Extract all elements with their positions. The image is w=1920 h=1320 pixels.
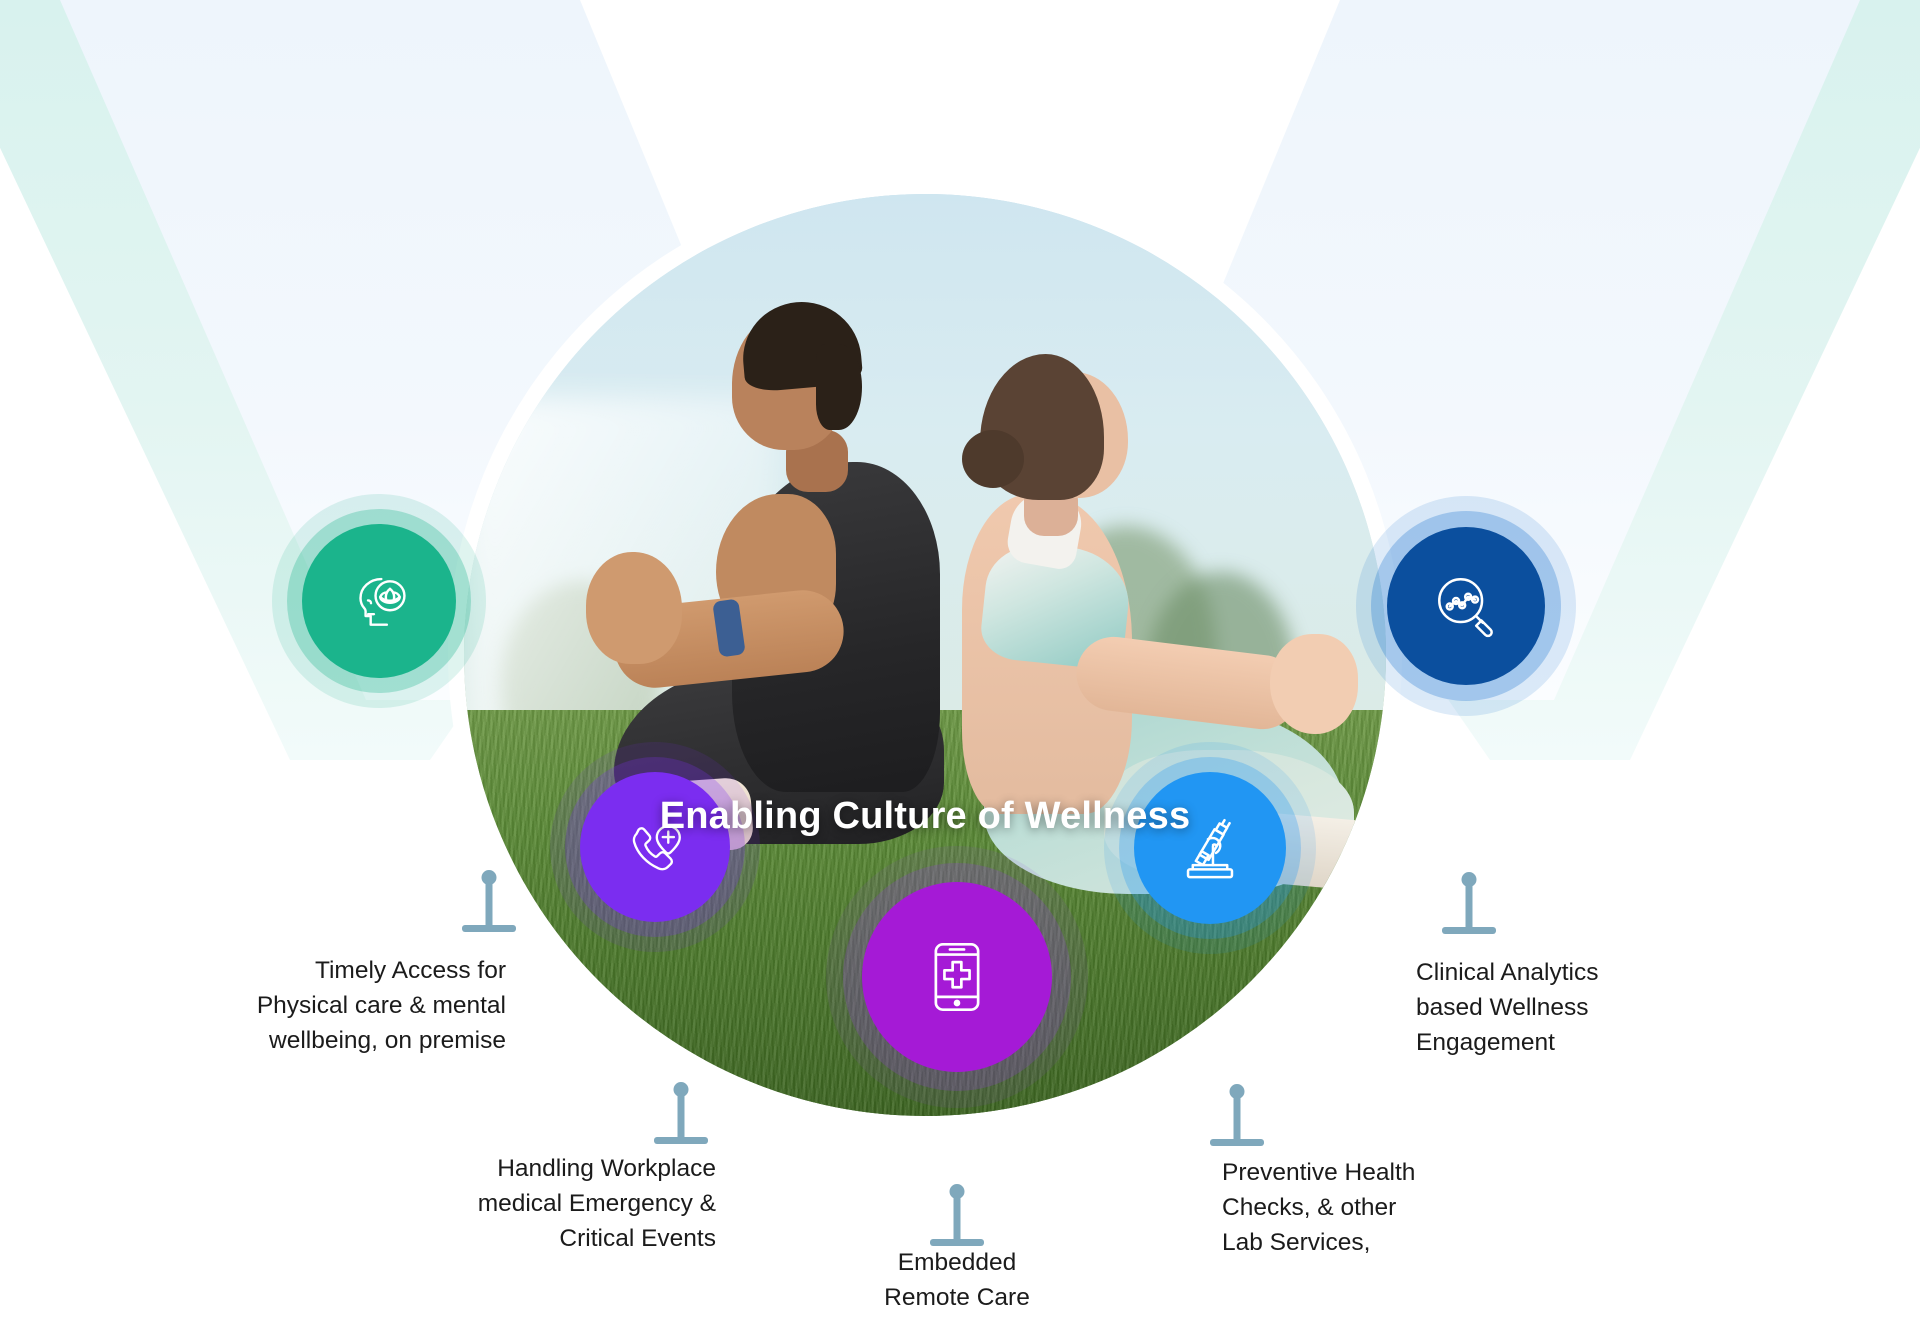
label-timely-access: Timely Access for Physical care & mental…: [256, 957, 506, 1054]
label-workplace-emergency: Handling Workplace medical Emergency & C…: [477, 1155, 716, 1252]
page-title: Enabling Culture of Wellness: [659, 795, 1191, 837]
woman-hand: [1270, 634, 1358, 734]
node-icon-circle[interactable]: [1387, 527, 1545, 685]
label-preventive-health-checks: Preventive Health Checks, & other Lab Se…: [1222, 1159, 1416, 1256]
node-embedded-remote-care[interactable]: [826, 846, 1088, 1108]
connector-pin-embedded-remote-care: [930, 1184, 984, 1246]
label-embedded-remote-care: Embedded Remote Care: [884, 1249, 1030, 1311]
node-workplace-emergency[interactable]: [550, 742, 760, 952]
pin-base: [930, 1239, 984, 1246]
pin-stem: [1465, 879, 1473, 927]
magnifier-analytics-icon: [1438, 578, 1493, 638]
node-preventive-health-checks[interactable]: [1104, 742, 1316, 954]
node-icon-circle[interactable]: [862, 882, 1052, 1072]
node-icon-circle[interactable]: [1134, 772, 1286, 924]
pin-base: [1442, 927, 1496, 934]
smartphone-medical-cross-icon: [934, 942, 980, 1012]
label-clinical-analytics: Clinical Analytics based Wellness Engage…: [1416, 959, 1599, 1056]
pin-stem: [1233, 1091, 1241, 1139]
woman-hair-bun: [962, 430, 1024, 488]
pin-stem: [953, 1191, 961, 1239]
man-hand: [586, 552, 682, 664]
microscope-icon: [1186, 818, 1234, 879]
node-icon-circle[interactable]: [302, 524, 456, 678]
connector-pin-preventive-health-checks: [1210, 1084, 1264, 1146]
connector-pin-clinical-analytics: [1442, 872, 1496, 934]
head-lotus-icon: [359, 577, 406, 626]
node-timely-access[interactable]: [272, 494, 486, 708]
pin-base: [462, 925, 516, 932]
connector-pin-timely-access: [462, 870, 516, 932]
pin-base: [654, 1137, 708, 1144]
node-clinical-analytics[interactable]: [1356, 496, 1576, 716]
connector-pin-workplace-emergency: [654, 1082, 708, 1144]
pin-base: [1210, 1139, 1264, 1146]
phone-medical-pin-icon: [632, 825, 681, 871]
pin-stem: [677, 1089, 685, 1137]
man-hair-back: [816, 344, 862, 430]
node-icon-circle[interactable]: [580, 772, 730, 922]
pin-stem: [485, 877, 493, 925]
